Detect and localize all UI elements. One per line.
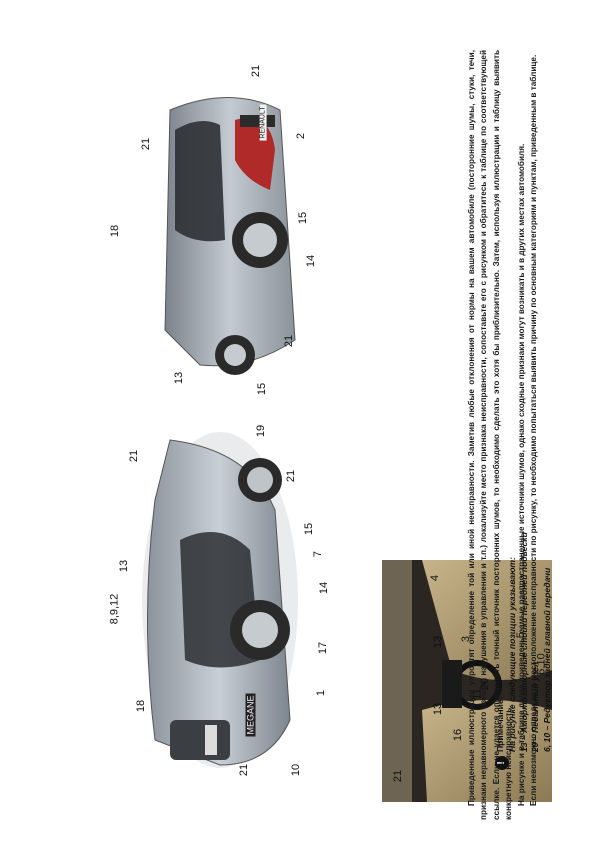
callout-front-10: 10 — [290, 763, 303, 777]
callout-int-4: 4 — [429, 574, 442, 582]
callout-rear-21-bottom: 21 — [283, 334, 296, 348]
note-line-3: 6, 10 – Редуктор задней главной передачи — [542, 567, 553, 752]
note-title: Примечание: — [495, 696, 505, 752]
note-line-2: 20 – Педальный узел — [530, 661, 541, 752]
interior-illustration — [382, 560, 552, 802]
callout-front-15: 15 — [303, 522, 316, 536]
callout-rear-21-left: 21 — [140, 137, 153, 151]
callout-rear-2: 2 — [295, 132, 308, 140]
callout-front-1: 1 — [315, 689, 328, 697]
callout-rear-14: 14 — [305, 254, 318, 268]
note-text: ! Примечание: На рисунке следующие позиц… — [495, 50, 554, 770]
callout-rear-15-bottom: 15 — [256, 382, 269, 396]
callout-front-17: 17 — [317, 641, 330, 655]
warning-icon: ! — [495, 756, 509, 770]
callout-int-16: 16 — [452, 728, 465, 742]
callout-front-18: 18 — [135, 699, 148, 713]
callout-rear-21-top: 21 — [250, 64, 263, 78]
car-rear-illustration — [164, 97, 296, 375]
callout-front-19: 19 — [255, 424, 268, 438]
note-block: ! Примечание: На рисунке следующие позиц… — [495, 50, 577, 770]
callout-front-21-bottom: 21 — [238, 763, 251, 777]
callout-int-13-left: 13 — [432, 702, 445, 716]
callout-rear-13: 13 — [173, 371, 186, 385]
callout-rear-15-top: 15 — [297, 211, 310, 225]
note-line-1: 13 – Амортизаторные стойки передней подв… — [518, 532, 529, 752]
callout-front-8-9-12: 8,9,12 — [108, 593, 121, 625]
callout-front-14: 14 — [318, 581, 331, 595]
badge-rear-renault: RENAULT — [259, 104, 267, 141]
callout-int-21: 21 — [392, 769, 405, 783]
callout-front-7: 7 — [312, 550, 325, 558]
callout-front-21-mid: 21 — [285, 469, 298, 483]
callout-int-13-top: 13 — [432, 635, 445, 649]
callout-front-21-top: 21 — [128, 449, 141, 463]
badge-front-megane: MEGANE — [245, 693, 256, 737]
callout-front-13: 13 — [118, 559, 131, 573]
note-subtitle: На рисунке следующие позиции указывают: — [506, 557, 517, 752]
callout-rear-18: 18 — [109, 224, 122, 238]
car-front-illustration — [142, 432, 298, 768]
